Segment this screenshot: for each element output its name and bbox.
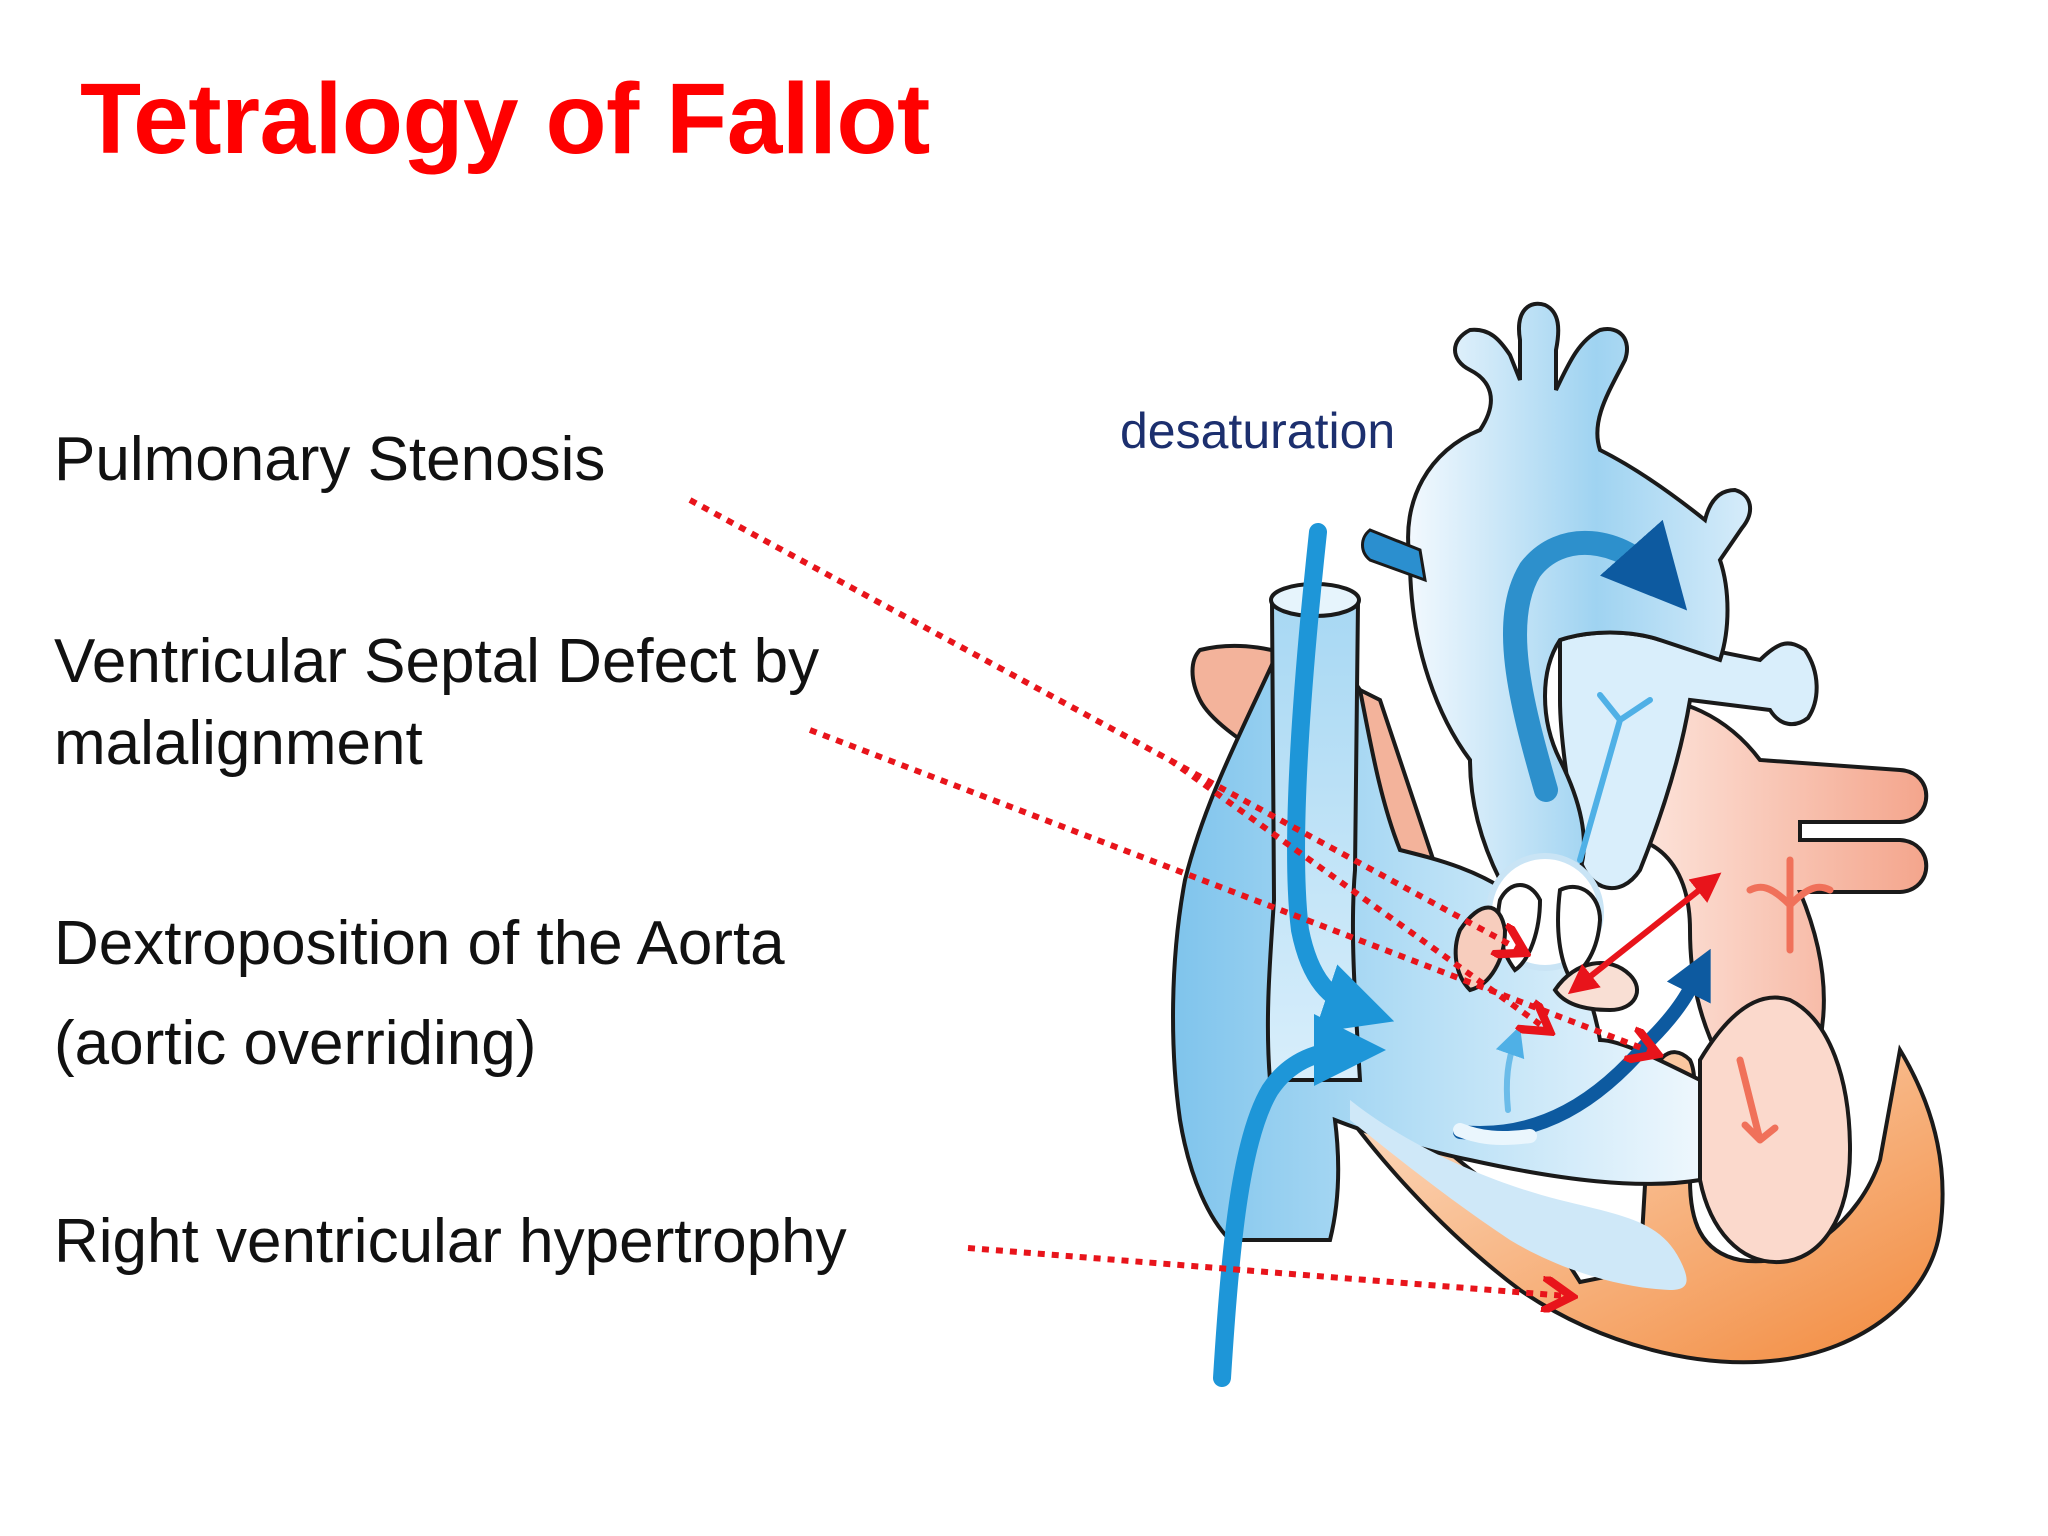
label-rv-hypertrophy: Right ventricular hypertrophy bbox=[54, 1207, 847, 1276]
pointer-dextroposition bbox=[1168, 757, 1545, 1028]
desaturation-label: desaturation bbox=[1120, 403, 1396, 459]
aortic-arch-flow-arrow bbox=[1503, 519, 1688, 802]
pointer-vsd bbox=[808, 727, 1652, 1052]
pointer-pulmonary-stenosis bbox=[688, 497, 1520, 950]
overriding-double-arrow bbox=[1567, 872, 1722, 995]
pulmonary-flow-arrow bbox=[1577, 692, 1653, 863]
right-ventricle-cavity bbox=[1350, 1100, 1687, 1290]
label-dextroposition: Dextroposition of the Aorta bbox=[54, 909, 785, 978]
slide-title: Tetralogy of Fallot bbox=[80, 63, 930, 175]
right-ventricle-wall bbox=[1326, 1044, 1945, 1365]
rv-flow-tail bbox=[1453, 1123, 1537, 1145]
label-vsd-line2: malalignment bbox=[54, 709, 423, 778]
pulmonary-vein-flow-arrow bbox=[1746, 856, 1834, 954]
label-pulmonary-stenosis: Pulmonary Stenosis bbox=[54, 425, 606, 494]
mitral-flow-arrow bbox=[1736, 1056, 1779, 1144]
deoxygenated-flow-arrow bbox=[1287, 523, 1395, 1033]
rv-to-aorta-small-arrow bbox=[1495, 1025, 1525, 1113]
ivc-flow-arrow bbox=[1213, 1014, 1386, 1387]
aortic-branch-stub bbox=[1361, 528, 1427, 583]
pointer-rv-hypertrophy bbox=[967, 1245, 1566, 1296]
label-vsd-line1: Ventricular Septal Defect by bbox=[54, 627, 820, 696]
label-aortic-overriding: (aortic overriding) bbox=[54, 1009, 537, 1078]
